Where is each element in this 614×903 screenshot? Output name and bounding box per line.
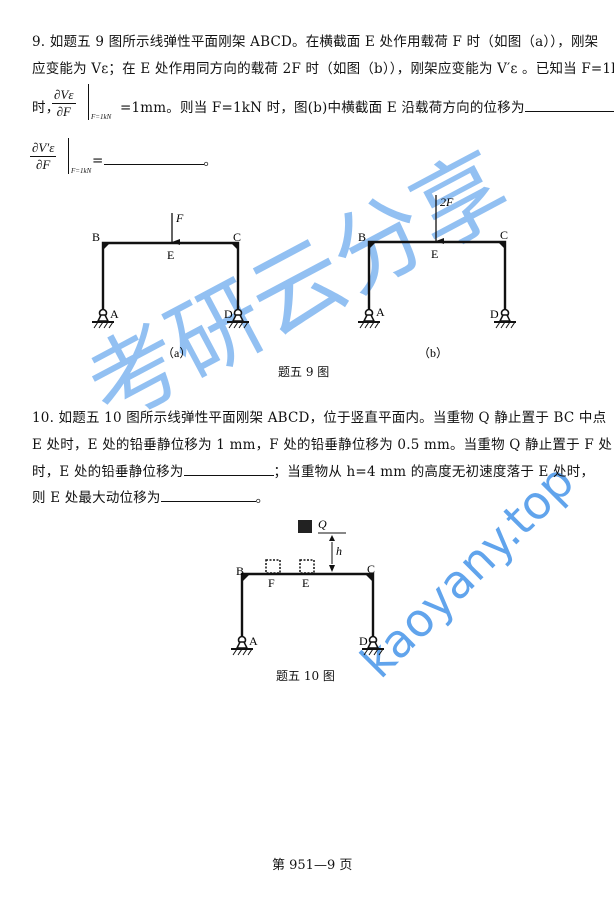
frame-figure-10 [230, 520, 385, 656]
line4-text-a: 则 E 处最大动位移为 [32, 490, 161, 506]
label-e: E [302, 576, 309, 590]
line3-text: =1mm。则当 F=1kN 时，图(b)中横截面 E 沿载荷方向的位移为 [120, 100, 525, 116]
label-h: h [336, 544, 342, 558]
problem10-line1: 10. 如题五 10 图所示线弹性平面刚架 ABCD，位于竖直平面内。当重物 Q… [32, 410, 607, 426]
figure10-caption: 题五 10 图 [276, 669, 335, 683]
label-q: Q [318, 517, 327, 531]
label-b: B [236, 564, 244, 578]
problem9-fraction-1: ∂Vε ∂F [52, 87, 76, 120]
label-d: D [490, 307, 499, 321]
answer-blank-1[interactable] [524, 99, 614, 112]
label-a: A [376, 305, 385, 319]
label-b: B [358, 230, 366, 244]
line4-text: = [92, 153, 104, 169]
label-a: A [110, 307, 119, 321]
fraction-denominator: ∂F [35, 157, 51, 172]
figure9-caption: 题五 9 图 [278, 365, 330, 379]
problem9-line1: 9. 如题五 9 图所示线弹性平面刚架 ABCD。在横截面 E 处作用载荷 F … [32, 34, 599, 50]
frame-figure-b [357, 195, 517, 329]
frame-figure-a [91, 213, 250, 329]
line3-text-b: ；当重物从 h=4 mm 的高度无初速度落于 E 处时， [273, 464, 595, 480]
label-e: E [431, 247, 438, 261]
problem9-line4: =。 [92, 149, 217, 169]
label-load: 2F [440, 195, 454, 209]
fraction-denominator: ∂F [56, 104, 71, 119]
fraction-numerator: ∂V′ε [30, 140, 57, 157]
label-c: C [233, 230, 241, 244]
evaluation-bar [68, 138, 69, 174]
label-load: F [175, 211, 184, 225]
label-a: A [249, 634, 258, 648]
weight-position-e [299, 559, 315, 574]
label-b: B [92, 230, 100, 244]
weight-position-f [265, 559, 281, 574]
weight-q-icon [298, 520, 312, 533]
line3-text-a: 时，E 处的铅垂静位移为 [32, 464, 184, 480]
problem10-line4: 则 E 处最大动位移为 。 [32, 486, 269, 506]
fraction-numerator: ∂Vε [52, 87, 76, 104]
line4-suffix: 。 [203, 153, 218, 169]
problem9-fraction-2: ∂V′ε ∂F [30, 140, 57, 173]
label-d: D [224, 307, 233, 321]
problem10-line2: E 处时，E 处的铅垂静位移为 1 mm，F 处的铅垂静位移为 0.5 mm。当… [32, 437, 613, 453]
problem9-line3-prefix: 时， [32, 100, 60, 116]
evaluation-subscript: F=1kN [71, 167, 92, 175]
sub-caption-a: （a） [162, 346, 191, 360]
line4-text-b: 。 [255, 490, 270, 506]
answer-blank-3[interactable] [183, 463, 274, 476]
problem9-line2: 应变能为 Vε；在 E 处作用同方向的载荷 2F 时（如图（b）），刚架应变能为… [32, 61, 614, 77]
label-c: C [500, 228, 508, 242]
problem9-line3: =1mm。则当 F=1kN 时，图(b)中横截面 E 沿载荷方向的位移为， [120, 96, 614, 116]
problem10-line3: 时，E 处的铅垂静位移为 ；当重物从 h=4 mm 的高度无初速度落于 E 处时， [32, 460, 594, 480]
label-f: F [268, 576, 275, 590]
label-e: E [167, 248, 174, 262]
label-d: D [359, 634, 368, 648]
sub-caption-b: （b） [418, 346, 448, 360]
evaluation-bar [88, 84, 89, 120]
answer-blank-2[interactable] [103, 152, 204, 165]
evaluation-subscript: F=1kN [91, 113, 112, 121]
label-c: C [367, 562, 375, 576]
answer-blank-4[interactable] [160, 489, 256, 502]
page-footer: 第 951—9 页 [272, 858, 353, 873]
